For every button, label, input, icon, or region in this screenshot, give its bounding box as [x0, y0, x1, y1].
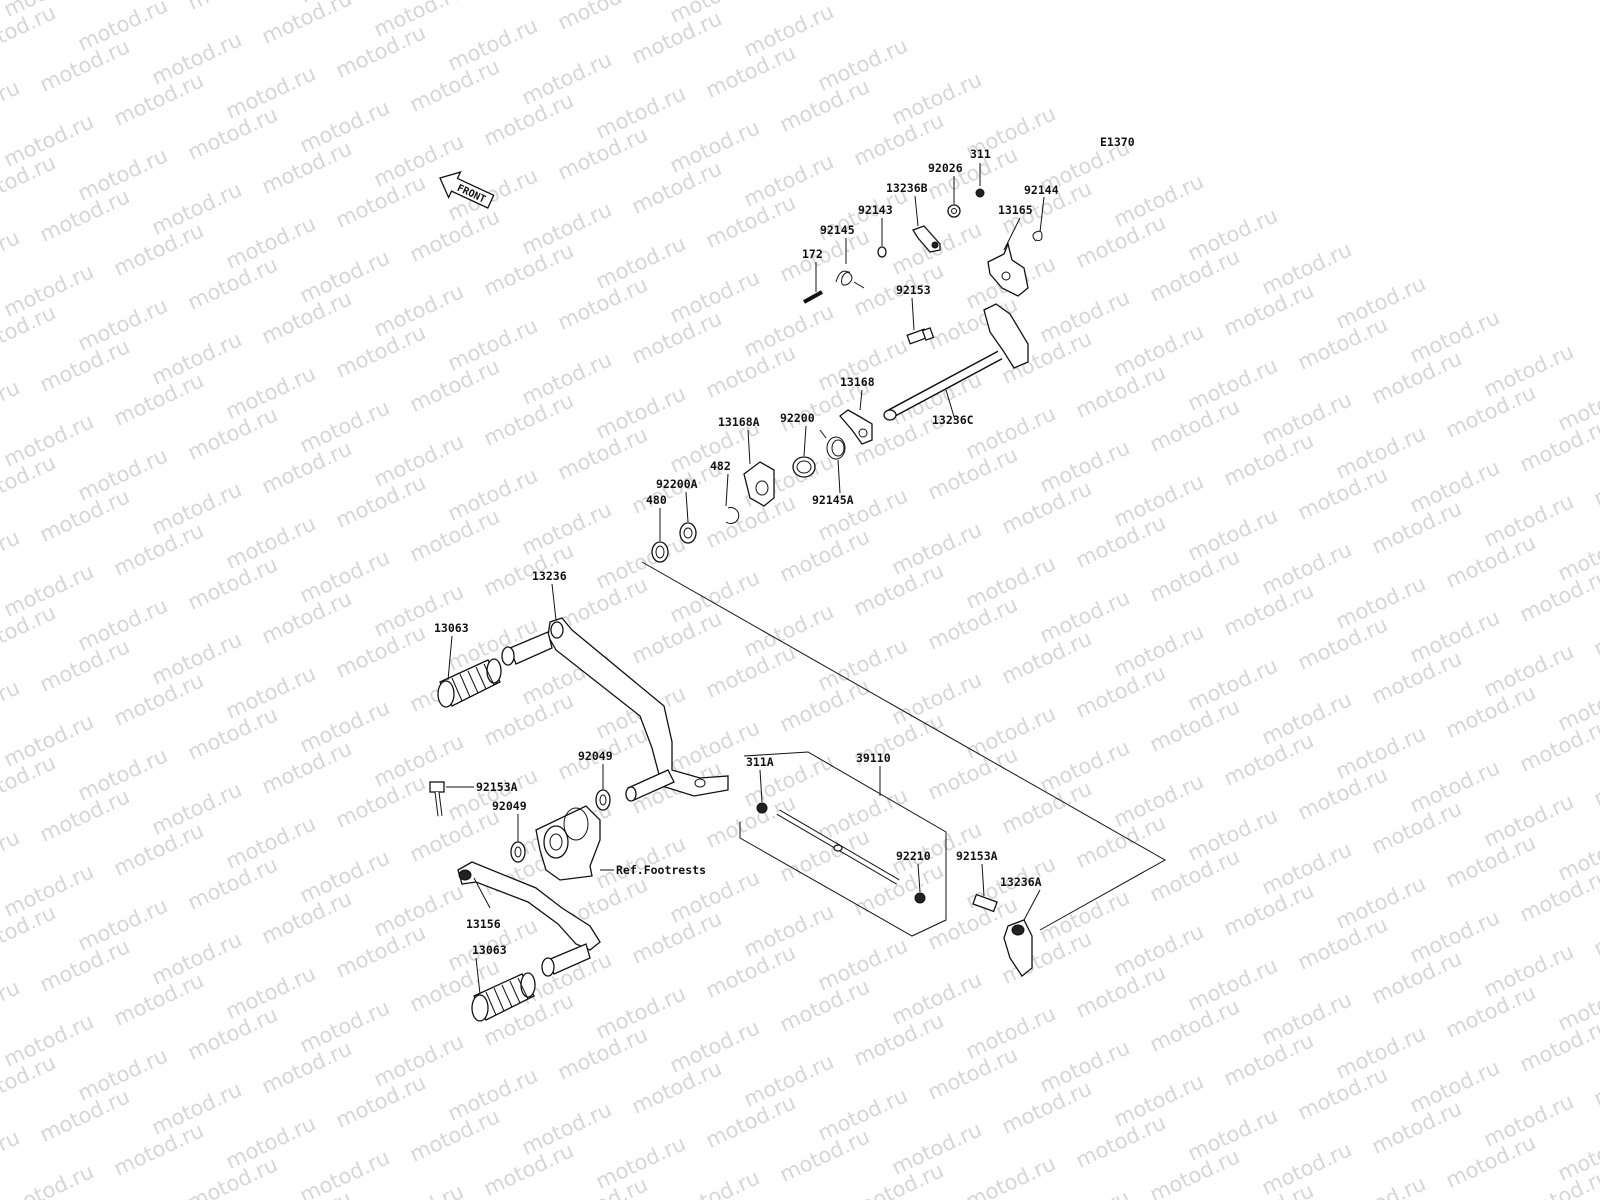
part-39110-bracket: [739, 751, 947, 937]
label-39110: 39110: [856, 751, 891, 765]
leader-lines: [446, 163, 1045, 995]
label-92145: 92145: [820, 223, 855, 237]
part-13156-peg-rod: [541, 943, 591, 977]
part-92200-washer[interactable]: [792, 456, 816, 478]
front-arrow-icon: FRONT: [439, 171, 495, 209]
label-13165: 13165: [998, 203, 1033, 217]
label-13236B: 13236B: [886, 181, 928, 195]
label-13063-top: 13063: [434, 621, 469, 635]
label-92145A: 92145A: [812, 493, 854, 507]
label-13236: 13236: [532, 569, 567, 583]
label-13236A: 13236A: [1000, 875, 1042, 889]
part-13236-peg-rod: [501, 631, 553, 666]
label-92153A-right: 92153A: [956, 849, 998, 863]
label-92210: 92210: [896, 849, 931, 863]
label-92153-top: 92153: [896, 283, 931, 297]
label-172: 172: [802, 247, 823, 261]
label-311A: 311A: [746, 755, 774, 769]
part-labels: 311 92026 92144 13236B 92143 13165 92145…: [434, 147, 1059, 957]
label-92026: 92026: [928, 161, 963, 175]
part-92049-seal-b[interactable]: [510, 841, 526, 863]
label-92049-a: 92049: [578, 749, 613, 763]
part-172-pin[interactable]: [803, 290, 823, 304]
part-92026-washer[interactable]: [947, 204, 961, 218]
label-13063-bottom: 13063: [472, 943, 507, 957]
part-311-nut[interactable]: [975, 188, 985, 198]
part-311A-nut[interactable]: [756, 802, 768, 814]
part-92153A-bolt-right[interactable]: [972, 893, 998, 913]
part-39110-tie-rod[interactable]: [776, 809, 900, 885]
diagram-code: E1370: [1100, 135, 1135, 149]
assembly-line-main: [641, 561, 1167, 931]
part-13168A-pawl[interactable]: [743, 461, 775, 507]
part-92200A-washer[interactable]: [679, 522, 697, 544]
part-92153A-bolt-left[interactable]: [429, 781, 445, 817]
part-13063-rubber-top[interactable]: [437, 658, 502, 708]
part-13156-lower-lever[interactable]: [457, 861, 601, 951]
label-92049-b: 92049: [492, 799, 527, 813]
part-92143-collar[interactable]: [877, 246, 887, 258]
label-92143: 92143: [858, 203, 893, 217]
part-92153-bolt[interactable]: [906, 327, 935, 345]
part-482-circlip[interactable]: [725, 507, 740, 525]
label-ref-footrests: Ref.Footrests: [616, 863, 706, 877]
part-13236A-lever[interactable]: [1003, 919, 1033, 977]
label-482: 482: [710, 459, 731, 473]
part-92210-nut[interactable]: [914, 892, 926, 904]
part-13063-rubber-bottom[interactable]: [471, 972, 536, 1022]
label-92144: 92144: [1024, 183, 1059, 197]
part-13236C-shift-shaft[interactable]: [883, 303, 1029, 421]
label-13168: 13168: [840, 375, 875, 389]
part-13236B-link[interactable]: [912, 225, 941, 253]
label-480: 480: [646, 493, 667, 507]
part-92145-spring[interactable]: [835, 270, 865, 289]
label-13156: 13156: [466, 917, 501, 931]
label-92200: 92200: [780, 411, 815, 425]
part-13236-shift-lever[interactable]: [547, 617, 729, 797]
part-92145A-spring[interactable]: [819, 429, 846, 460]
label-92153A-left: 92153A: [476, 780, 518, 794]
label-311: 311: [970, 147, 991, 161]
part-92144-spring[interactable]: [1032, 230, 1043, 242]
footrest-bracket-ref: [535, 805, 601, 881]
label-13236C: 13236C: [932, 413, 974, 427]
part-92049-seal-a[interactable]: [595, 789, 611, 811]
part-13168-arm[interactable]: [839, 409, 873, 445]
part-13165-plate[interactable]: [987, 241, 1029, 297]
label-13168A: 13168A: [718, 415, 760, 429]
part-pivot-shaft: [625, 769, 675, 802]
part-480-seal[interactable]: [651, 541, 669, 563]
label-92200A: 92200A: [656, 477, 698, 491]
